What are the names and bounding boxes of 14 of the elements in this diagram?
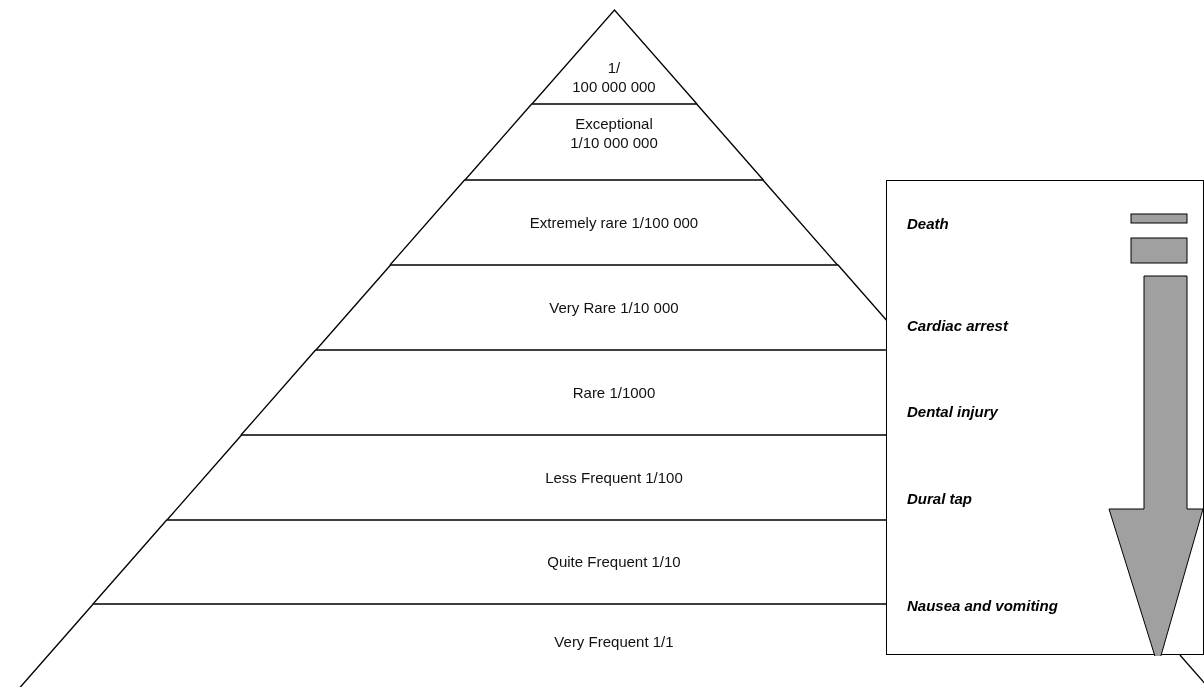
band-label: Rare 1/1000 [572,382,656,402]
side-panel [886,180,1204,655]
band-label: Extremely rare 1/100 000 [529,212,699,232]
complication-label: Cardiac arrest [907,316,1008,334]
band-label: Very Frequent 1/1 [554,632,674,651]
band-label: Less Frequent 1/100 [545,467,683,487]
complication-label: Death [907,214,949,232]
complication-label: Dental injury [907,402,998,420]
complication-label: Nausea and vomiting [907,596,1058,614]
band-label: Very Rare 1/10 000 [549,297,679,317]
complication-label: Dural tap [907,489,972,507]
band-label: 1/ 100 000 000 [572,58,656,96]
band-label: Quite Frequent 1/10 [547,552,681,571]
band-label: Exceptional 1/10 000 000 [569,114,659,152]
